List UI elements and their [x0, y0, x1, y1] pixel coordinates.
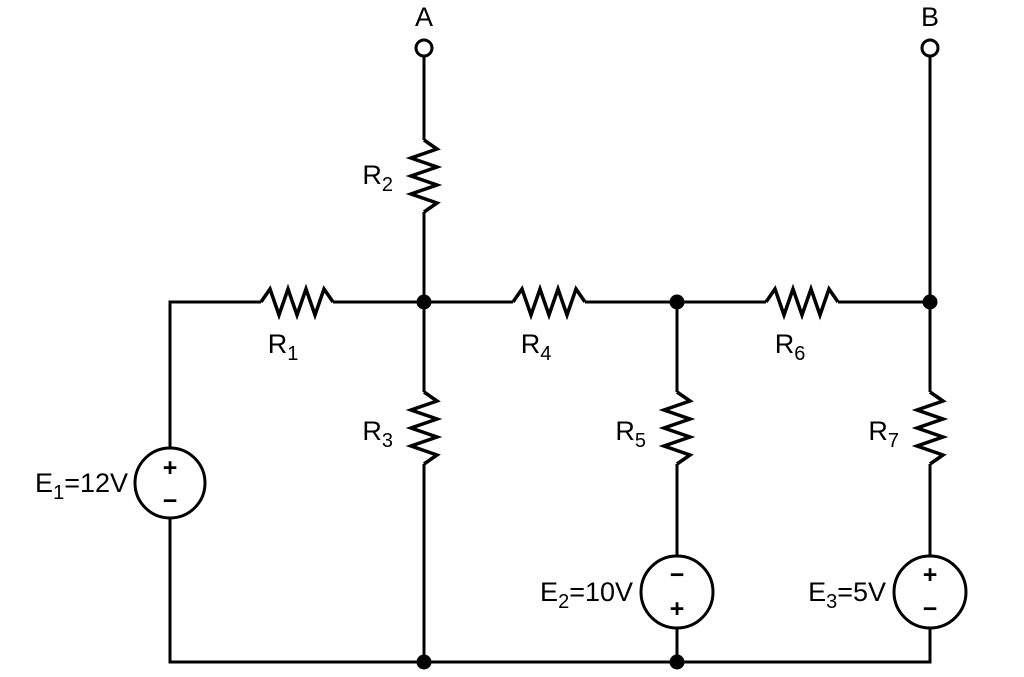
terminal-a-circle: [414, 38, 434, 58]
resistor-r1-label: R1: [268, 329, 299, 365]
junction-dot-node1: [416, 294, 432, 310]
resistor-r2-symbol: [405, 138, 443, 214]
source-e1-label: E1=12V: [35, 468, 128, 504]
terminal-a-label: A: [415, 2, 433, 32]
terminal-b-circle: [920, 38, 940, 58]
resistor-r3-symbol: [405, 390, 443, 466]
resistor-r4-label: R4: [521, 329, 552, 365]
resistor-r5-symbol: [658, 390, 696, 466]
resistor-r2-label: R2: [362, 160, 393, 196]
junction-dot-bottom1: [416, 654, 432, 670]
source-e3-circle: [892, 554, 968, 630]
source-e3-minus-sign: −: [923, 595, 938, 623]
wire-left-top: [168, 300, 261, 448]
resistor-r5-label: R5: [615, 416, 646, 452]
source-e1-plus-sign: +: [163, 454, 178, 482]
source-e3-label: E3=5V: [808, 577, 886, 613]
source-e1-circle: [133, 446, 207, 520]
resistor-r4-symbol: [511, 283, 587, 321]
terminal-b-label: B: [921, 2, 939, 32]
resistor-r6-label: R6: [775, 329, 806, 365]
source-e2-plus-sign: +: [670, 595, 685, 623]
resistor-r6-symbol: [764, 283, 840, 321]
resistor-r7-symbol: [911, 390, 949, 466]
resistor-r1-symbol: [259, 283, 335, 321]
source-e3-plus-sign: +: [923, 561, 938, 589]
resistor-r3-label: R3: [362, 416, 393, 452]
resistor-r7-label: R7: [868, 416, 899, 452]
source-e2-minus-sign: −: [670, 561, 685, 589]
junction-dot-bottom2: [669, 654, 685, 670]
source-e2-circle: [639, 554, 715, 630]
source-e1-minus-sign: −: [163, 487, 178, 515]
junction-dot-node2: [669, 294, 685, 310]
junction-dot-node3: [922, 294, 938, 310]
source-e2-label: E2=10V: [540, 577, 633, 613]
wire-bottom-bus: [168, 518, 932, 664]
